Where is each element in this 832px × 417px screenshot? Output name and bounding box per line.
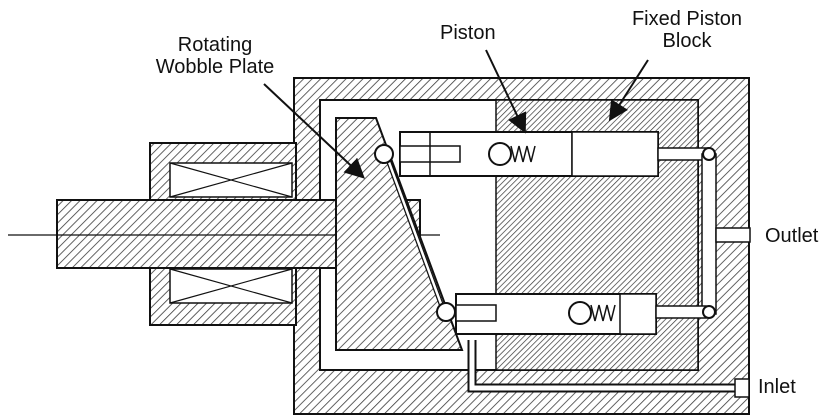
rotating-wobble-plate	[335, 117, 464, 351]
fixed-piston-block-label-line1: Fixed Piston	[631, 8, 743, 30]
fixed-piston-block-label: Fixed Piston Block	[612, 8, 762, 52]
outlet-label: Outlet	[765, 225, 819, 247]
lower-piston	[455, 293, 657, 335]
wobble-plate-label-line1: Rotating	[177, 34, 253, 56]
inlet-label: Inlet	[758, 376, 796, 398]
wobble-plate-label-line2: Wobble Plate	[155, 56, 275, 78]
inlet-passage	[467, 340, 750, 398]
wobble-plate-label: Rotating Wobble Plate	[140, 34, 290, 78]
leader-arrows	[263, 49, 649, 179]
piston-label: Piston	[440, 22, 496, 44]
fixed-piston-block-label-line2: Block	[662, 30, 712, 52]
outlet-passage	[655, 147, 751, 319]
upper-piston	[399, 131, 659, 177]
